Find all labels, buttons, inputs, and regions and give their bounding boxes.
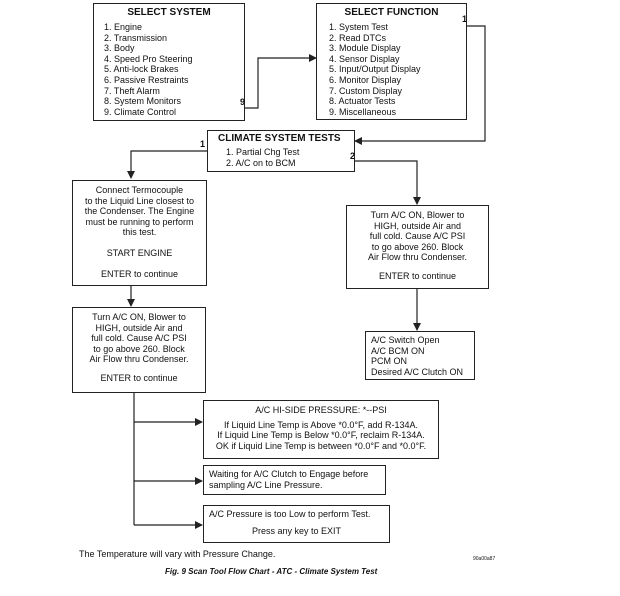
- menu-item-transmission[interactable]: 2. Transmission: [104, 32, 168, 43]
- select-system-title: SELECT SYSTEM: [127, 7, 211, 18]
- figure-code: 90a00a87: [473, 556, 496, 562]
- connect-line-2: to the Liquid Line closest to: [84, 195, 195, 206]
- turn-right-line-1: Turn A/C ON, Blower to: [370, 210, 465, 220]
- connect-line-1: Connect Termocouple: [95, 185, 184, 195]
- connect-line-4: must be running to perform: [85, 216, 194, 227]
- menu-item-actuator-tests[interactable]: 8. Actuator Tests: [329, 96, 396, 107]
- menu-item-read-dtcs[interactable]: 2. Read DTCs: [329, 32, 387, 43]
- select-function-list: 1. System Test 2. Read DTCs 3. Module Di…: [329, 22, 466, 117]
- path-tag-2-climate: 2: [350, 151, 356, 161]
- menu-item-system-monitors[interactable]: 8. System Monitors: [104, 96, 182, 107]
- select-function-box: SELECT FUNCTION 1. System Test 2. Read D…: [316, 3, 467, 120]
- enter-to-continue-3[interactable]: ENTER to continue: [100, 372, 178, 383]
- menu-item-module-display[interactable]: 3. Module Display: [329, 43, 401, 54]
- turn-left-line-1: Turn A/C ON, Blower to: [92, 312, 186, 322]
- menu-item-anti-lock-brakes[interactable]: 5. Anti-lock Brakes: [104, 64, 179, 75]
- pressure-too-low-box: A/C Pressure is too Low to perform Test.…: [203, 505, 390, 543]
- menu-item-engine[interactable]: 1. Engine: [104, 22, 143, 32]
- status-desired-clutch: Desired A/C Clutch ON: [371, 366, 464, 377]
- select-function-title: SELECT FUNCTION: [344, 7, 439, 18]
- climate-tests-title: CLIMATE SYSTEM TESTS: [218, 133, 341, 144]
- menu-item-body[interactable]: 3. Body: [104, 43, 135, 54]
- waiting-line-1: Waiting for A/C Clutch to Engage before: [209, 469, 369, 479]
- turn-left-line-3: full cold. Cause A/C PSI: [91, 333, 187, 344]
- menu-item-climate-control[interactable]: 9. Climate Control: [104, 106, 177, 117]
- menu-item-ac-on-to-bcm[interactable]: 2. A/C on to BCM: [226, 157, 296, 168]
- press-any-key-text[interactable]: Press any key to EXIT: [251, 525, 342, 536]
- footnote: The Temperature will vary with Pressure …: [79, 549, 276, 559]
- menu-item-miscellaneous[interactable]: 9. Miscellaneous: [329, 106, 397, 117]
- turn-ac-on-right-box: Turn A/C ON, Blower to HIGH, outside Air…: [346, 205, 489, 289]
- select-system-list: 1. Engine 2. Transmission 3. Body 4. Spe…: [104, 22, 244, 117]
- menu-item-partial-chg-test[interactable]: 1. Partial Chg Test: [226, 147, 300, 157]
- connect-line-5: this test.: [122, 227, 157, 238]
- menu-item-custom-display[interactable]: 7. Custom Display: [329, 85, 403, 96]
- turn-left-line-5: Air Flow thru Condenser.: [89, 354, 189, 365]
- ac-switch-status-box: A/C Switch Open A/C BCM ON PCM ON Desire…: [365, 331, 475, 380]
- menu-item-monitor-display[interactable]: 6. Monitor Display: [329, 74, 402, 85]
- turn-left-line-4: to go above 260. Block: [93, 343, 185, 354]
- hi-side-pressure-box: A/C HI-SIDE PRESSURE: *--PSI If Liquid L…: [203, 400, 439, 459]
- menu-item-theft-alarm[interactable]: 7. Theft Alarm: [104, 85, 160, 96]
- turn-right-line-3: full cold. Cause A/C PSI: [369, 231, 466, 242]
- menu-item-input-output-display[interactable]: 5. Input/Output Display: [329, 64, 421, 75]
- connect-line-3: the Condenser. The Engine: [84, 206, 195, 217]
- menu-item-speed-pro-steering[interactable]: 4. Speed Pro Steering: [104, 53, 193, 64]
- waiting-line-2: sampling A/C Line Pressure.: [209, 479, 323, 490]
- status-ac-switch: A/C Switch Open: [371, 335, 440, 345]
- select-system-box: SELECT SYSTEM 1. Engine 2. Transmission …: [93, 3, 245, 121]
- turn-right-line-4: to go above 260. Block: [371, 241, 464, 252]
- figure-caption: Fig. 9 Scan Tool Flow Chart - ATC - Clim…: [165, 567, 378, 576]
- pressure-line-2: If Liquid Line Temp is Below *0.0°F, rec…: [217, 430, 425, 441]
- turn-right-line-5: Air Flow thru Condenser.: [367, 252, 468, 263]
- pressure-title: A/C HI-SIDE PRESSURE: *--PSI: [255, 405, 387, 415]
- low-pressure-text: A/C Pressure is too Low to perform Test.: [209, 509, 371, 519]
- enter-to-continue-1[interactable]: ENTER to continue: [100, 268, 179, 279]
- climate-tests-box: CLIMATE SYSTEM TESTS 1. Partial Chg Test…: [207, 130, 355, 172]
- start-engine-text: START ENGINE: [106, 247, 173, 258]
- turn-left-line-2: HIGH, outside Air and: [95, 322, 183, 333]
- waiting-clutch-box: Waiting for A/C Clutch to Engage before …: [203, 465, 386, 495]
- pressure-line-1: If Liquid Line Temp is Above *0.0°F, add…: [223, 419, 419, 430]
- turn-right-line-2: HIGH, outside Air and: [373, 220, 462, 231]
- connector-option1: [127, 150, 226, 179]
- menu-item-system-test[interactable]: 1. System Test: [329, 22, 388, 32]
- path-tag-1-climate: 1: [200, 139, 206, 149]
- menu-item-passive-restraints[interactable]: 6. Passive Restraints: [104, 74, 189, 85]
- status-ac-bcm: A/C BCM ON: [371, 345, 425, 356]
- enter-to-continue-2[interactable]: ENTER to continue: [378, 270, 457, 281]
- connector-system-to-function: [238, 54, 317, 109]
- path-tag-1-function: 1: [462, 14, 468, 24]
- path-tag-9: 9: [240, 97, 246, 107]
- status-pcm: PCM ON: [371, 356, 407, 367]
- pressure-line-3: OK if Liquid Line Temp is between *0.0°F…: [215, 440, 427, 451]
- climate-tests-list: 1. Partial Chg Test 2. A/C on to BCM: [226, 147, 354, 168]
- turn-ac-on-left-box: Turn A/C ON, Blower to HIGH, outside Air…: [72, 307, 206, 393]
- connect-thermocouple-box: Connect Termocouple to the Liquid Line c…: [72, 180, 207, 286]
- menu-item-sensor-display[interactable]: 4. Sensor Display: [329, 53, 400, 64]
